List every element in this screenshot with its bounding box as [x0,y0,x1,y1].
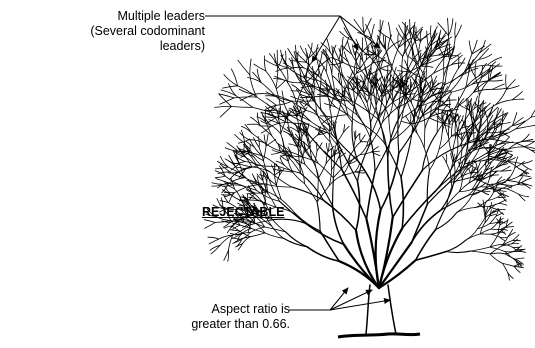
aspect-ratio-pointers [289,288,390,310]
tree-branches [205,17,535,334]
leader-pointers-top [205,16,380,62]
ground-line [338,334,420,337]
